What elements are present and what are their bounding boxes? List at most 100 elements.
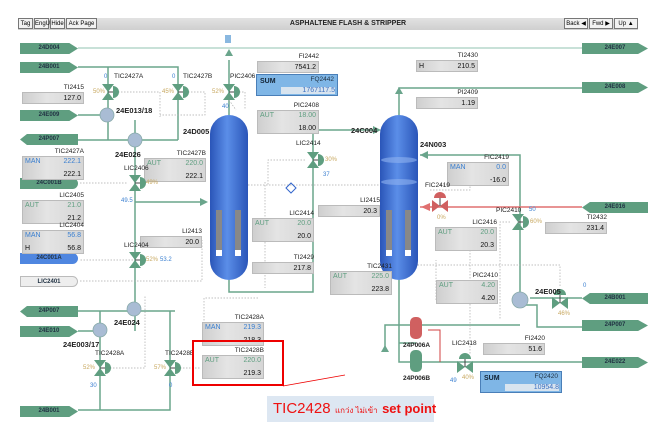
control-valve-24e005[interactable] [548, 287, 572, 311]
connector-24d004[interactable]: 24D004 [20, 43, 78, 54]
faceplate-ti2429[interactable]: 217.8 [252, 262, 314, 274]
flow-element [225, 35, 231, 43]
valve-tag: LIC2404 [124, 242, 149, 249]
page-title: ASPHALTENE FLASH & STRIPPER [289, 20, 407, 27]
faceplate-pi2409[interactable]: 1.19 [416, 97, 478, 109]
control-valve-lic2418[interactable] [453, 351, 477, 375]
flow-arrows [200, 49, 428, 352]
valve-output-value: 0 [583, 283, 587, 289]
process-value: 222.1 [63, 171, 81, 178]
setpoint-value: 0.0 [496, 164, 506, 171]
connector-24e010[interactable]: 24E010 [20, 326, 78, 337]
process-value: 18.00 [298, 125, 316, 132]
control-valve-tic2428a[interactable] [88, 356, 112, 380]
faceplate-tag-li2415: LI2415 [360, 197, 380, 204]
hide-button[interactable]: Hide [50, 18, 65, 29]
valve-output-value: 50 [529, 207, 536, 213]
connector-24c001a[interactable]: 24C001A [20, 253, 78, 264]
faceplate-tag-ti2430: TI2430 [457, 52, 478, 59]
mode-indicator: MAN [25, 232, 41, 239]
connector-24p007[interactable]: 24P007 [20, 306, 78, 317]
faceplate-tag-tic2427a: TIC2427A [54, 148, 84, 155]
connector-24b001[interactable]: 24B001 [582, 293, 648, 304]
mode-indicator: AUT [147, 160, 161, 167]
connector-24p007[interactable]: 24P007 [582, 320, 648, 331]
faceplate-tag-ti2429: TI2429 [293, 254, 314, 261]
process-value: 20.0 [185, 239, 199, 246]
setpoint-value: 4.20 [481, 282, 495, 289]
connector-24e022[interactable]: 24E022 [582, 357, 648, 368]
faceplate-tag-lic2416: LIC2416 [472, 219, 497, 226]
faceplate-fi2442[interactable]: 7541.2 [257, 61, 319, 73]
up-button[interactable]: Up ▲ [614, 18, 638, 29]
connector-24b001[interactable]: 24B001 [20, 406, 78, 417]
process-value: 217.8 [293, 265, 311, 272]
totalizer-label: SUM [484, 375, 500, 382]
control-valve-tic2428b[interactable] [158, 356, 182, 380]
setpoint-value: 18.00 [298, 112, 316, 119]
mode-indicator: AUT [255, 220, 269, 227]
valve-tag: PIC2410 [496, 207, 522, 214]
connector-lic2401[interactable]: LIC2401 [20, 276, 78, 287]
control-valve-lic2406[interactable] [123, 171, 147, 195]
equipment-24e024: 24E024 [114, 318, 140, 327]
control-valve-lic2414[interactable] [301, 148, 325, 172]
control-valve-lic2404[interactable] [123, 248, 147, 272]
annotation-tag: TIC2428 [273, 400, 331, 417]
faceplate-ti2432[interactable]: 231.4 [545, 222, 607, 234]
valve-output-value: 40 [222, 104, 229, 110]
process-value: 223.8 [371, 286, 389, 293]
faceplate-tag-lic2405: LIC2405 [59, 192, 84, 199]
vessel-24D005 [210, 115, 248, 280]
reflux-arrow [421, 203, 430, 211]
connector-24e009[interactable]: 24E009 [20, 110, 78, 121]
valve-output-value: 49 [450, 378, 457, 384]
process-pipes [78, 60, 582, 411]
ack-page-button[interactable]: Ack Page [66, 18, 97, 29]
faceplate-tag-tic2427b: TIC2427B [176, 150, 206, 157]
connector-24c001b[interactable]: 24C001B [20, 178, 78, 189]
faceplate-fi2420[interactable]: 51.6 [483, 343, 545, 355]
back-button[interactable]: Back ◀ [564, 18, 588, 29]
connector-24b001[interactable]: 24B001 [20, 62, 78, 73]
process-value: 20.0 [297, 233, 311, 240]
control-valve-pic2410[interactable] [506, 210, 530, 234]
valve-output-value: 0 [169, 383, 173, 389]
connector-24e008[interactable]: 24E008 [582, 82, 648, 93]
connector-24e007[interactable]: 24E007 [582, 43, 648, 54]
faceplate-tag-fi2442: FI2442 [298, 53, 319, 60]
forward-button[interactable]: Fwd ▶ [589, 18, 613, 29]
valve-output-percent: 49% [146, 180, 159, 186]
connector-24e016[interactable]: 24E016 [582, 202, 648, 213]
faceplate-li2415[interactable]: 20.3 [318, 205, 380, 217]
process-value: 127.0 [63, 95, 81, 102]
control-valve-tic2427a[interactable] [96, 80, 120, 104]
control-valve-tic2427b[interactable] [166, 80, 190, 104]
faceplate-tag-pic2408: PIC2408 [293, 102, 319, 109]
valve-output-value: 30 [90, 383, 97, 389]
faceplate-tag-ti2432: TI2432 [586, 214, 607, 221]
connector-24p007[interactable]: 24P007 [20, 134, 78, 145]
faceplate-li2413[interactable]: 20.0 [140, 236, 202, 248]
control-valve-pic2406[interactable] [217, 80, 241, 104]
process-value: 21.2 [67, 215, 81, 222]
mode-indicator: MAN [25, 158, 41, 165]
engu-button[interactable]: EngU [34, 18, 50, 29]
control-valve-fic2419[interactable] [428, 190, 452, 214]
tag-button[interactable]: Tag [18, 18, 33, 29]
faceplate-ti2415[interactable]: 127.0 [22, 92, 84, 104]
